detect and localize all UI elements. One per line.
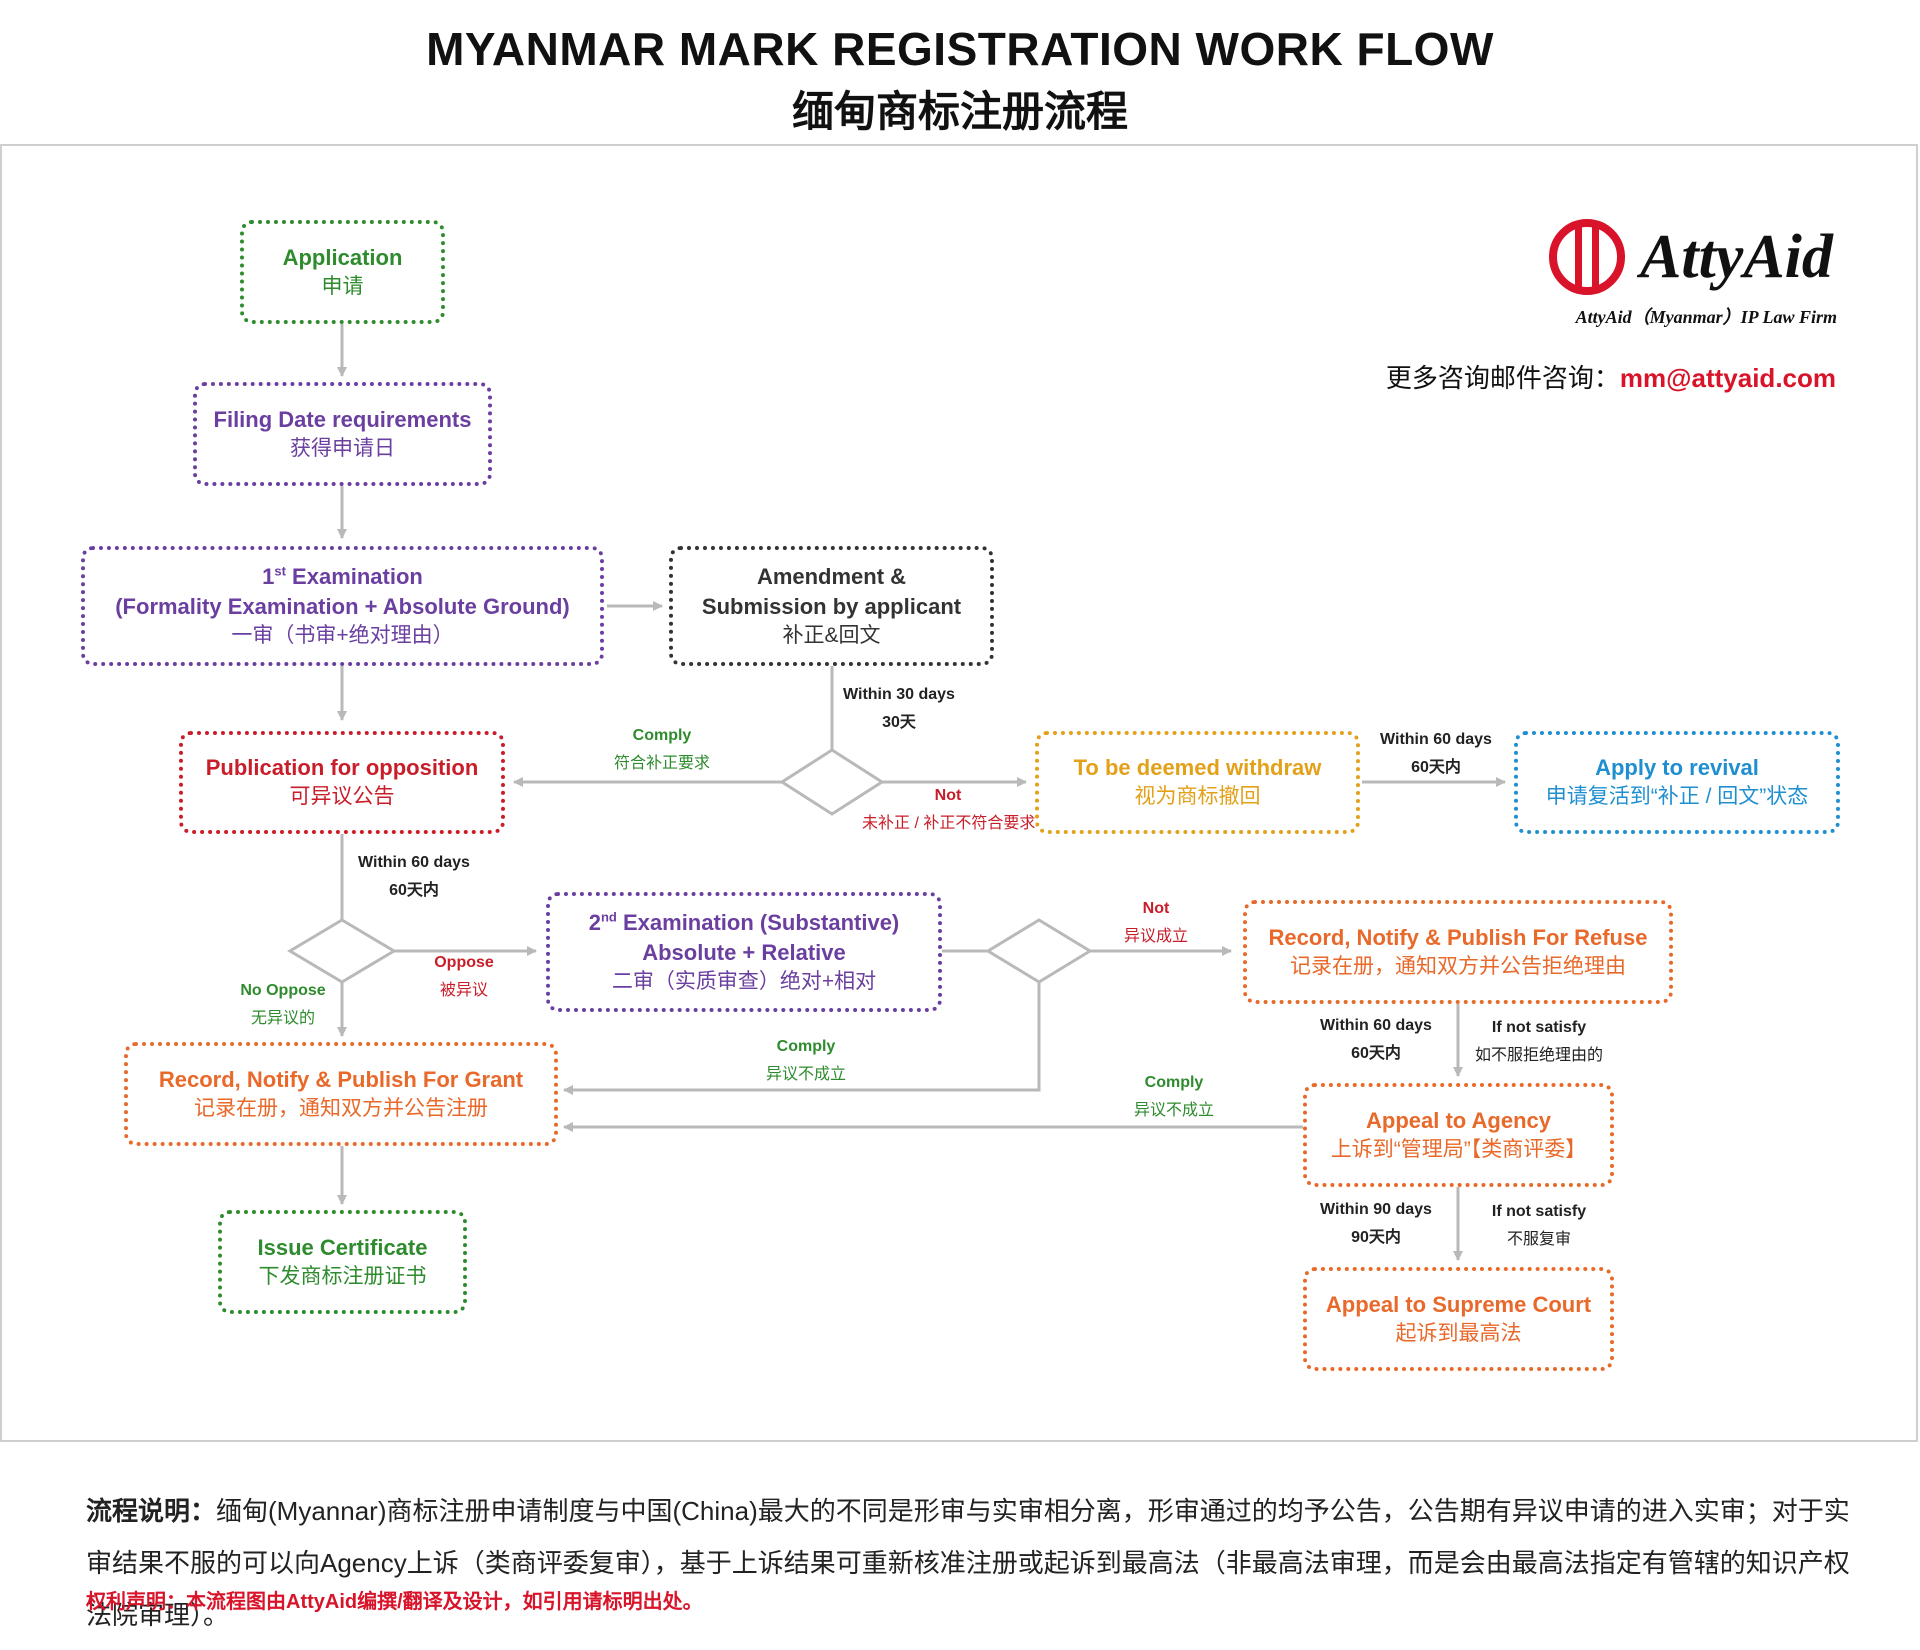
node-refuse: Record, Notify & Publish For Refuse 记录在册… (1243, 900, 1673, 1004)
node-withdraw: To be deemed withdraw 视为商标撤回 (1035, 731, 1360, 834)
diagram-frame (0, 144, 1918, 1442)
decision-diamond-1 (779, 748, 885, 816)
logo-subtitle: AttyAid（Myanmar）IP Law Firm (1575, 307, 1837, 327)
node-refuse-zh: 记录在册，通知双方并公告拒绝理由 (1290, 954, 1626, 978)
node-exam2-en2: Absolute + Relative (642, 939, 846, 965)
node-withdraw-en: To be deemed withdraw (1073, 755, 1322, 781)
node-grant-en: Record, Notify & Publish For Grant (158, 1066, 524, 1092)
node-filing: Filing Date requirements 获得申请日 (193, 382, 492, 486)
node-agency-zh: 上诉到“管理局”【类商评委】 (1330, 1137, 1587, 1161)
edge-comply-grant (563, 982, 1041, 1095)
node-revival-en: Apply to revival (1595, 755, 1759, 781)
node-certificate-en: Issue Certificate (257, 1234, 428, 1260)
node-amendment-en: Amendment & (756, 564, 907, 590)
node-application-zh: 申请 (321, 274, 364, 298)
logo-mark-icon (1549, 219, 1625, 295)
contact-label: 更多咨询邮件咨询： (1385, 363, 1620, 393)
copyright-notice: 权利声明：本流程图由AttyAid编撰/翻译及设计，如引用请标明出处。 (86, 1591, 703, 1613)
node-exam1: 1st Examination (Formality Examination +… (81, 546, 604, 666)
decision-diamond-2 (287, 918, 397, 984)
contact-email[interactable]: mm@attyaid.com (1619, 363, 1836, 393)
node-amendment: Amendment & Submission by applicant 补正&回… (669, 546, 994, 666)
node-filing-zh: 获得申请日 (290, 436, 395, 460)
node-certificate-zh: 下发商标注册证书 (258, 1264, 427, 1288)
node-supreme: Appeal to Supreme Court 起诉到最高法 (1303, 1267, 1614, 1371)
node-exam1-en2: (Formality Examination + Absolute Ground… (115, 593, 570, 619)
node-grant-zh: 记录在册，通知双方并公告注册 (194, 1096, 488, 1120)
node-refuse-en: Record, Notify & Publish For Refuse (1268, 924, 1648, 950)
flow-notes: 流程说明：缅甸(Myannar)商标注册申请制度与中国(China)最大的不同是… (86, 1485, 1856, 1641)
node-certificate: Issue Certificate 下发商标注册证书 (218, 1210, 467, 1314)
node-filing-en: Filing Date requirements (213, 406, 472, 432)
node-exam1-en: 1st Examination (262, 563, 423, 590)
node-publication-en: Publication for opposition (205, 755, 479, 781)
notes-label: 流程说明： (86, 1496, 217, 1526)
notes-text: 缅甸(Myannar)商标注册申请制度与中国(China)最大的不同是形审与实审… (86, 1496, 1850, 1630)
node-revival: Apply to revival 申请复活到“补正 / 回文”状态 (1514, 731, 1840, 834)
node-exam1-zh: 一审（书审+绝对理由） (231, 623, 454, 647)
node-amendment-en2: Submission by applicant (701, 593, 962, 619)
node-application: Application 申请 (240, 220, 445, 324)
node-application-en: Application (282, 244, 403, 270)
page-title: MYANMAR MARK REGISTRATION WORK FLOW (426, 23, 1494, 75)
node-publication-zh: 可异议公告 (289, 785, 395, 809)
logo-name: AttyAid (1640, 223, 1833, 291)
node-supreme-en: Appeal to Supreme Court (1325, 1291, 1592, 1317)
page-subtitle: 缅甸商标注册流程 (791, 88, 1128, 135)
node-exam2-en: 2nd Examination (Substantive) (588, 909, 900, 936)
node-agency: Appeal to Agency 上诉到“管理局”【类商评委】 (1303, 1083, 1614, 1187)
node-publication: Publication for opposition 可异议公告 (179, 731, 505, 834)
node-supreme-zh: 起诉到最高法 (1395, 1321, 1522, 1345)
node-exam2: 2nd Examination (Substantive) Absolute +… (546, 892, 942, 1012)
node-grant: Record, Notify & Publish For Grant 记录在册，… (124, 1042, 558, 1146)
node-agency-en: Appeal to Agency (1366, 1107, 1551, 1133)
node-revival-zh: 申请复活到“补正 / 回文”状态 (1545, 785, 1809, 809)
contact-line: 更多咨询邮件咨询：mm@attyaid.com (1386, 358, 1836, 395)
node-exam2-zh: 二审（实质审查）绝对+相对 (611, 969, 877, 993)
node-amendment-zh: 补正&回文 (782, 623, 881, 647)
decision-diamond-3 (985, 918, 1093, 984)
node-withdraw-zh: 视为商标撤回 (1134, 785, 1261, 809)
